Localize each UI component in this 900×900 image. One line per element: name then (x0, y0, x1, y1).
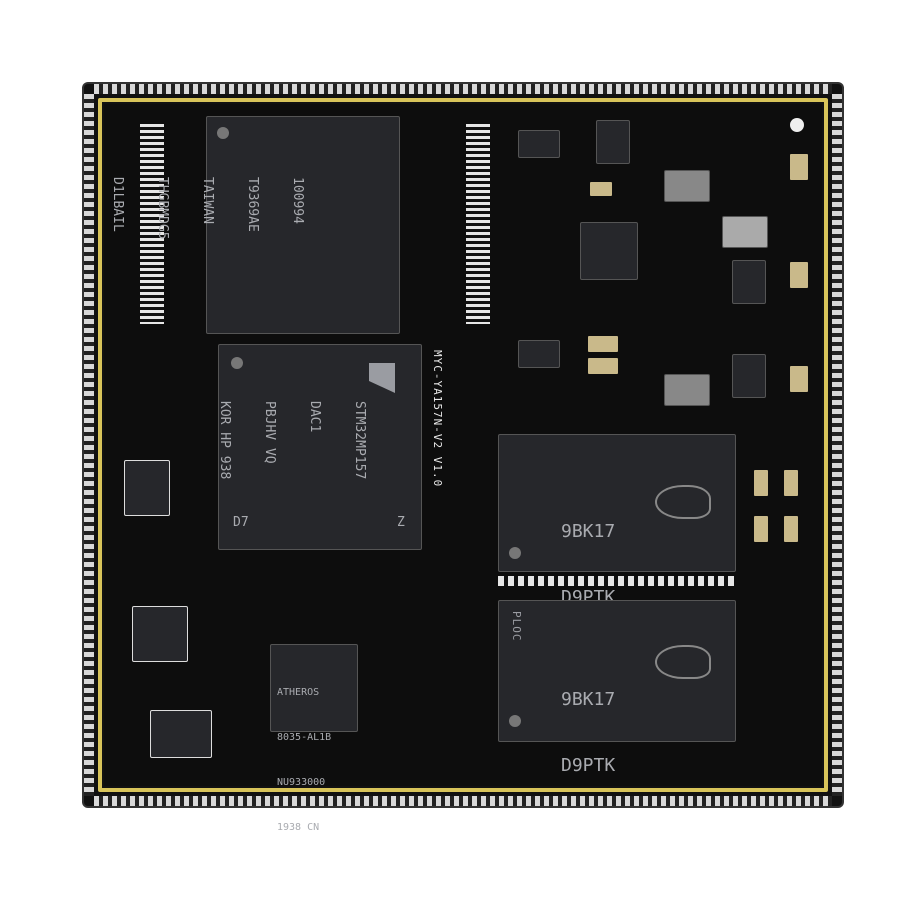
gold-outline (98, 98, 828, 792)
ddr-chip-top: 9BK17 D9PTK (498, 434, 736, 608)
castellated-pads-left (84, 94, 94, 796)
ddr-line: 9BK17 (561, 521, 616, 542)
smd-component (588, 336, 618, 352)
soc-marking: STM32MP157 DAC1 PBJHV VQ KOR HP 938 (187, 401, 397, 479)
emmc-line: 100994 (290, 177, 305, 224)
soc-line: DAC1 (307, 401, 322, 433)
pin-row-right (466, 124, 490, 324)
emmc-marking: 100994 T9369AE TAIWAN THGBMDG5 D1LBAIL (80, 177, 335, 240)
pin1-marker (217, 127, 229, 139)
oscillator (150, 710, 212, 758)
smd-component (754, 516, 768, 542)
ddr-line: 9BK17 (561, 689, 616, 710)
pin-row-left (140, 124, 164, 324)
soc-line: PBJHV VQ (262, 401, 277, 464)
pin1-marker (509, 715, 521, 727)
ddr-bottom-marking: 9BK17 D9PTK (561, 645, 626, 821)
smd-component (784, 516, 798, 542)
capacitor (664, 374, 710, 406)
smd-component (784, 470, 798, 496)
emmc-line: D1LBAIL (110, 177, 125, 232)
fiducial-marker (790, 118, 804, 132)
pcb-board: 100994 T9369AE TAIWAN THGBMDG5 D1LBAIL S… (84, 84, 842, 833)
smd-component (590, 182, 612, 196)
smd-component (790, 154, 808, 180)
micron-logo-icon (655, 645, 711, 679)
small-ic (596, 120, 630, 164)
phy-line: 8035-AL1B (277, 732, 332, 743)
phy-line: NU933000 (277, 777, 326, 788)
pad-row-between-ddr (498, 576, 734, 586)
small-ic (732, 260, 766, 304)
soc-line: KOR HP 938 (217, 401, 232, 480)
smd-component (790, 262, 808, 288)
inductor (132, 606, 188, 662)
castellated-pads-right (832, 94, 842, 796)
sot-transistor (518, 340, 560, 368)
st-logo-icon (369, 363, 395, 393)
soc-rev-code: Z (397, 515, 405, 530)
sot-transistor (518, 130, 560, 158)
small-qfn-chip (580, 222, 638, 280)
micron-logo-icon (655, 485, 711, 519)
soc-chip: STM32MP157 DAC1 PBJHV VQ KOR HP 938 D7 Z (217, 344, 422, 550)
crystal (722, 216, 768, 248)
crystal-oscillator (124, 460, 170, 516)
emmc-line: THGBMDG5 (155, 177, 170, 240)
smd-component (790, 366, 808, 392)
phy-line: ATHEROS (277, 687, 320, 698)
ethernet-phy-chip: ATHEROS 8035-AL1B NU933000 1938 CN (270, 644, 358, 833)
ddr-chip-bottom: PLOC 9BK17 D9PTK (498, 600, 736, 776)
ddr-line: D9PTK (561, 755, 616, 776)
capacitor (664, 170, 710, 202)
phy-line: 1938 CN (277, 822, 320, 833)
phy-marking: ATHEROS 8035-AL1B NU933000 1938 CN (277, 655, 331, 865)
pin1-marker (509, 547, 521, 559)
emmc-line: T9369AE (245, 177, 260, 232)
small-ic (732, 354, 766, 398)
emmc-chip: 100994 T9369AE TAIWAN THGBMDG5 D1LBAIL (110, 116, 400, 334)
board-label: MYC-YA157N-V2 V1.0 (431, 350, 444, 488)
smd-component (754, 470, 768, 496)
soc-date-code: D7 (233, 515, 249, 530)
castellated-pads-bottom (94, 796, 832, 806)
emmc-line: TAIWAN (200, 177, 215, 224)
ploc-label: PLOC (510, 611, 523, 642)
soc-line: STM32MP157 (352, 401, 367, 480)
castellated-pads-top (94, 84, 832, 94)
smd-component (588, 358, 618, 374)
pin1-marker (231, 357, 243, 369)
